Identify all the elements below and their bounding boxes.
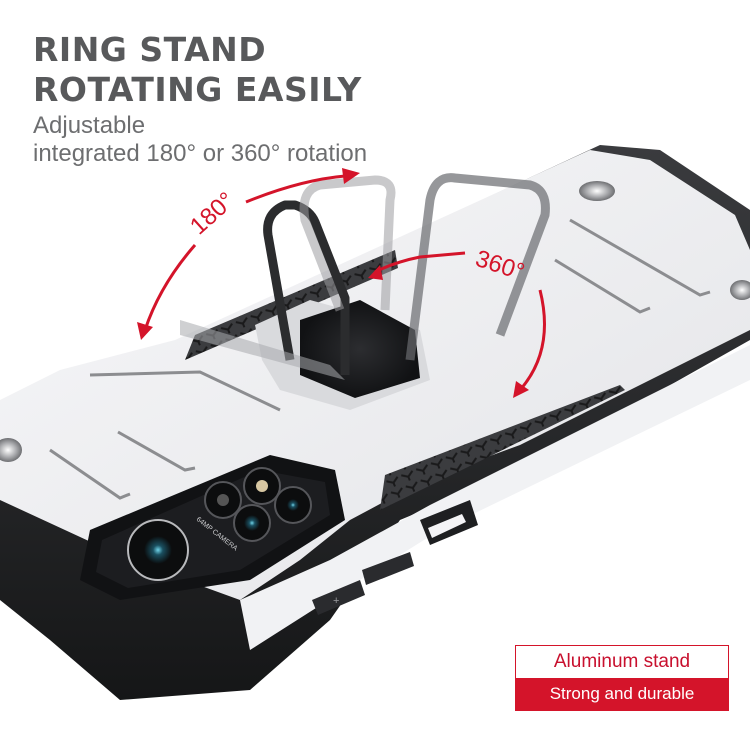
camera-module: 64MP CAMERA	[80, 455, 345, 600]
subtitle-line-2: integrated 180° or 360° rotation	[33, 140, 368, 167]
arrow-heads	[137, 168, 529, 398]
arrow-left-icon	[368, 265, 383, 280]
badge-top-text: Aluminum stand	[516, 646, 728, 678]
screw-icon	[0, 438, 22, 462]
arrow-down-left-icon	[137, 322, 153, 340]
screw-icon	[579, 181, 615, 201]
badge-bottom-text: Strong and durable	[516, 678, 728, 710]
volume-plus-icon: +	[333, 595, 339, 607]
subtitle: Adjustable integrated 180° or 360° rotat…	[33, 112, 367, 168]
grip-tread-bottom	[380, 385, 625, 510]
headline-line-2: ROTATING EASILY	[33, 70, 362, 109]
headline: RING STAND ROTATING EASILY	[33, 30, 362, 110]
case-grooves	[49, 218, 711, 500]
subtitle-line-1: Adjustable	[33, 112, 146, 139]
rotation-arrows	[143, 174, 546, 391]
arrow-down-icon	[513, 381, 529, 398]
ring-stand	[180, 173, 550, 410]
feature-badge: Aluminum stand Strong and durable	[515, 645, 729, 711]
screw-icon	[730, 280, 750, 300]
arc-360-bottom	[518, 289, 546, 391]
ring-loop	[263, 200, 350, 375]
phone-body	[0, 145, 750, 700]
volume-buttons: +	[312, 552, 414, 615]
grip-tread-top	[185, 250, 398, 360]
arrow-right-icon	[342, 168, 360, 184]
arc-180-top	[245, 174, 346, 204]
arc-180-bottom	[143, 244, 197, 331]
headline-line-1: RING STAND	[33, 30, 267, 69]
